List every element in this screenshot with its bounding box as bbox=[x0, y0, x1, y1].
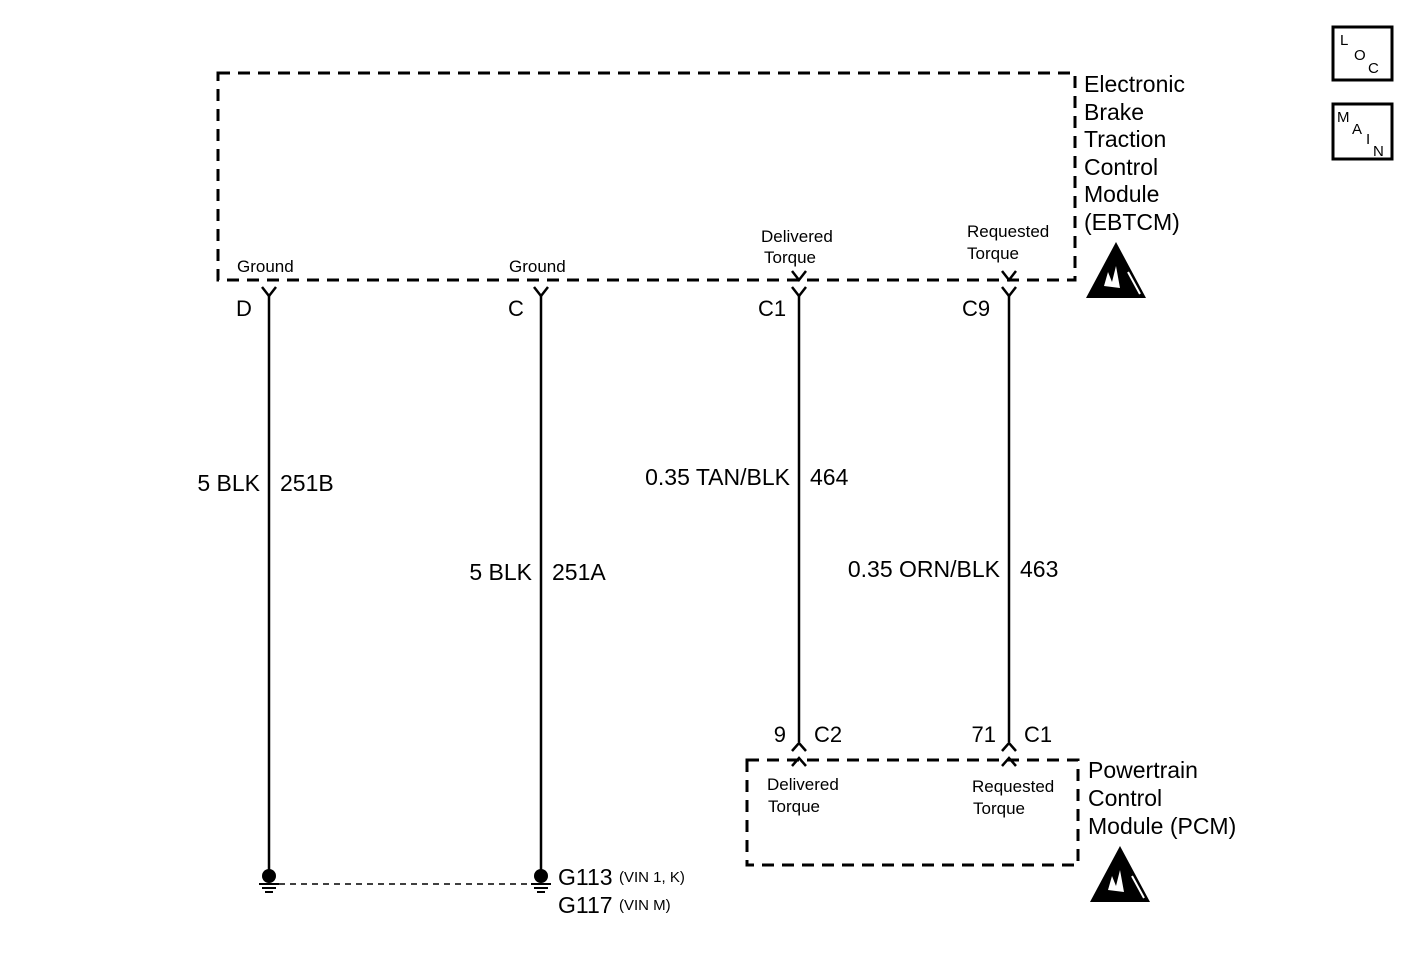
svg-text:Module: Module bbox=[1084, 181, 1159, 207]
svg-text:Control: Control bbox=[1088, 785, 1162, 811]
pcm-pin-9: 9 bbox=[774, 722, 786, 747]
pcm-module-name: Powertrain Control Module (PCM) bbox=[1088, 757, 1236, 839]
svg-text:N: N bbox=[1373, 143, 1384, 160]
wire-4-circuit: 463 bbox=[1020, 556, 1058, 582]
ebtcm-pin-d: D bbox=[236, 296, 252, 321]
pcm-pin-label-requested-2: Torque bbox=[973, 799, 1025, 818]
esd-warning-icon bbox=[1086, 242, 1146, 298]
wire-1-circuit: 251B bbox=[280, 470, 334, 496]
ebtcm-pin-label-ground-d: Ground bbox=[237, 257, 294, 276]
wire-3-circuit: 464 bbox=[810, 464, 849, 490]
svg-text:O: O bbox=[1354, 47, 1366, 64]
ebtcm-pin-label-requested: Requested bbox=[967, 222, 1049, 241]
wire-4-color: 0.35 ORN/BLK bbox=[848, 556, 1001, 582]
ground-g117-note: (VIN M) bbox=[619, 897, 671, 914]
svg-text:I: I bbox=[1366, 131, 1370, 148]
svg-text:Brake: Brake bbox=[1084, 99, 1144, 125]
loc-button[interactable]: L O C bbox=[1331, 25, 1394, 82]
pcm-chevron-icons bbox=[791, 741, 1017, 767]
ebtcm-pin-c1: C1 bbox=[758, 296, 786, 321]
svg-text:Electronic: Electronic bbox=[1084, 71, 1185, 97]
wire-2-color: 5 BLK bbox=[469, 559, 532, 585]
esd-warning-icon-pcm bbox=[1090, 846, 1150, 902]
connector-chevron-icons bbox=[261, 270, 1017, 299]
wire-1-color: 5 BLK bbox=[197, 470, 260, 496]
ebtcm-module-box bbox=[216, 71, 1077, 282]
ebtcm-pin-label-delivered: Delivered bbox=[761, 227, 833, 246]
pcm-pin-label-delivered: Delivered bbox=[767, 775, 839, 794]
svg-text:Module (PCM): Module (PCM) bbox=[1088, 813, 1236, 839]
pcm-connector-c1: C1 bbox=[1024, 722, 1052, 747]
svg-text:(EBTCM): (EBTCM) bbox=[1084, 209, 1180, 235]
ebtcm-pin-label-requested-2: Torque bbox=[967, 244, 1019, 263]
svg-text:A: A bbox=[1352, 121, 1362, 138]
pcm-connector-c2: C2 bbox=[814, 722, 842, 747]
ebtcm-pin-c: C bbox=[508, 296, 524, 321]
svg-text:M: M bbox=[1337, 109, 1350, 126]
svg-text:Control: Control bbox=[1084, 154, 1158, 180]
ground-icons bbox=[259, 869, 551, 893]
svg-text:C: C bbox=[1368, 60, 1379, 77]
pcm-pin-label-delivered-2: Torque bbox=[768, 797, 820, 816]
ebtcm-pin-c9: C9 bbox=[962, 296, 990, 321]
wire-3-color: 0.35 TAN/BLK bbox=[645, 464, 791, 490]
ebtcm-pin-label-delivered-2: Torque bbox=[764, 248, 816, 267]
svg-text:Traction: Traction bbox=[1084, 126, 1166, 152]
ebtcm-module-name: Electronic Brake Traction Control Module… bbox=[1084, 71, 1185, 235]
pcm-pin-label-requested: Requested bbox=[972, 777, 1054, 796]
wire-2-circuit: 251A bbox=[552, 559, 606, 585]
pcm-module-box bbox=[745, 758, 1080, 867]
svg-text:L: L bbox=[1340, 32, 1348, 49]
wire-lines bbox=[267, 296, 1011, 876]
ebtcm-pin-label-ground-c: Ground bbox=[509, 257, 566, 276]
pcm-pin-71: 71 bbox=[972, 722, 996, 747]
ground-g113: G113 bbox=[558, 864, 613, 890]
main-button[interactable]: M A I N bbox=[1331, 102, 1394, 161]
ground-g117: G117 bbox=[558, 892, 613, 918]
svg-text:Powertrain: Powertrain bbox=[1088, 757, 1198, 783]
ground-g113-note: (VIN 1, K) bbox=[619, 869, 685, 886]
